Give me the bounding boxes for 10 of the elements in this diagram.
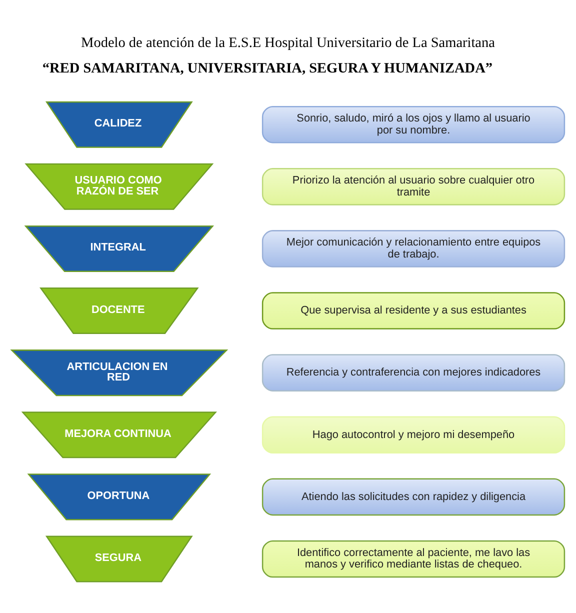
node-box: Que supervisa al residente y a sus estudiantes [262,292,566,329]
diagram-title: Modelo de atención de la E.S.E Hospital Universitario de La Samaritana [81,34,495,51]
node-box: Identifico correctamente al paciente, me lavo las manos y verifico mediante listas de chequeo. [262,540,566,578]
label: “RED SAMARITANA, UNIVERSITARIA, SEGURA Y HUMANIZADA” [42,60,493,76]
node-box: Sonrio, saludo, miró a los ojos y llamo al usuario por su nombre. [262,105,566,143]
node-box: Priorizo la atención al usuario sobre cualquier otro tramite [262,168,566,205]
node-box: Referencia y contraferencia con mejores indicadores [262,354,566,391]
node-box: Hago autocontrol y mejoro mi desempeño [262,416,566,454]
node-box: Mejor comunicación y relacionamiento entre equipos de trabajo. [262,230,566,267]
node-box: Atiendo las solicitudes con rapidez y diligencia [262,478,566,516]
